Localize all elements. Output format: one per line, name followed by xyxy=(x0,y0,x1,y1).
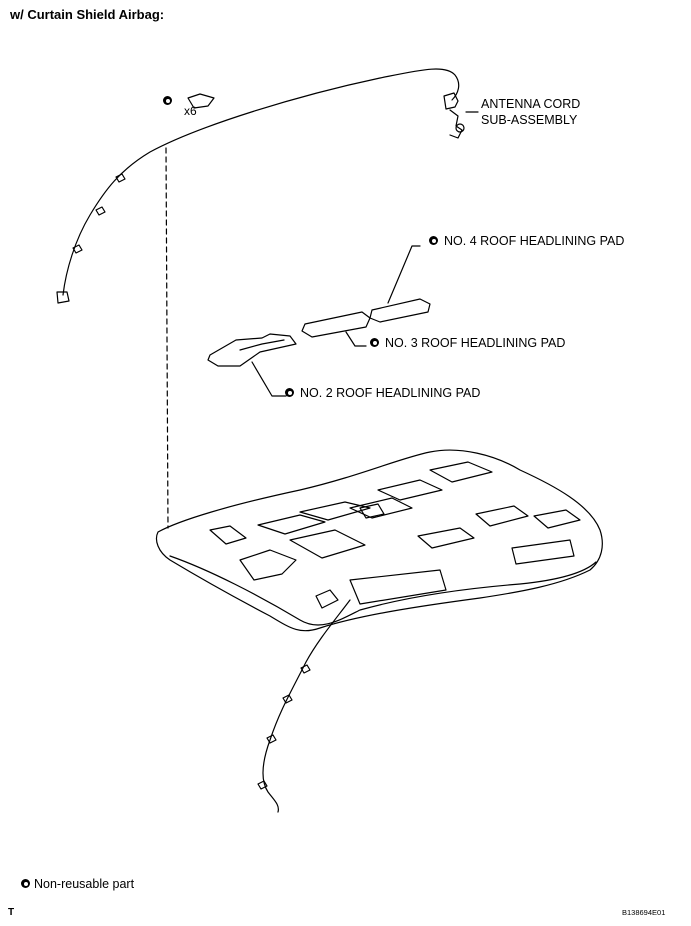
pad2-label: NO. 2 ROOF HEADLINING PAD xyxy=(300,386,481,400)
lower-antenna-cord xyxy=(262,599,351,813)
alignment-dashed-line xyxy=(165,147,169,529)
antenna-cord-label-line2: SUB-ASSEMBLY xyxy=(481,113,578,127)
antenna-cord-label: ANTENNA CORD SUB-ASSEMBLY xyxy=(481,96,580,128)
roof-headlining-pad-3 xyxy=(301,311,371,338)
non-reusable-icon xyxy=(21,879,30,888)
antenna-cord xyxy=(62,68,460,296)
non-reusable-icon xyxy=(285,388,294,397)
non-reusable-icon xyxy=(163,96,172,105)
antenna-cord-label-line1: ANTENNA CORD xyxy=(481,97,581,111)
page-title: w/ Curtain Shield Airbag: xyxy=(10,7,165,22)
non-reusable-icon xyxy=(429,236,438,245)
roof-headlining-pad-2 xyxy=(207,333,297,367)
antenna-cord-connector xyxy=(443,92,463,139)
roof-headlining-pad-4 xyxy=(369,298,431,323)
non-reusable-icon xyxy=(370,338,379,347)
clip-count-label: x6 xyxy=(184,104,197,118)
figure-code: B138694E01 xyxy=(622,908,666,917)
clip-symbol xyxy=(187,93,215,109)
roof-headliner xyxy=(155,449,603,632)
corner-mark: T xyxy=(8,907,15,918)
pad4-label: NO. 4 ROOF HEADLINING PAD xyxy=(444,234,625,248)
legend-non-reusable: Non-reusable part xyxy=(34,877,135,891)
pad3-label: NO. 3 ROOF HEADLINING PAD xyxy=(385,336,566,350)
antenna-cord-end-connector xyxy=(56,291,70,304)
